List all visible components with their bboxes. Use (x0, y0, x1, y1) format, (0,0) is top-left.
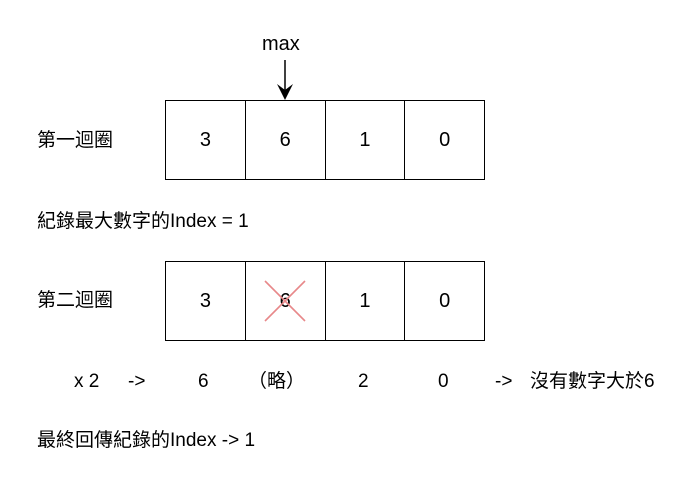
no-larger-note: 沒有數字大於6 (530, 371, 655, 392)
round2-cell-0: 3 (166, 262, 246, 340)
round2-cell-2-value: 1 (359, 289, 371, 312)
round2-cell-2: 1 (326, 262, 406, 340)
round2-cell-0-value: 3 (199, 289, 211, 312)
multiply-arrow: -> (128, 371, 146, 392)
round2-cell-3: 0 (405, 262, 484, 340)
round1-cell-1: 6 (246, 101, 326, 179)
result-0: 6 (198, 371, 209, 392)
round1-cell-3: 0 (439, 128, 451, 151)
result-1-omitted: （略） (248, 371, 306, 392)
max-pointer-arrow (277, 60, 293, 100)
round1-label: 第一迴圈 (37, 130, 114, 151)
result-2: 2 (358, 371, 369, 392)
round1-cell-0: 3 (166, 101, 246, 179)
multiply-factor: x 2 (74, 371, 100, 392)
result-3: 0 (438, 371, 449, 392)
cross-mark-icon (264, 280, 306, 322)
round2-array: 3 6 1 0 (165, 261, 485, 341)
round1-array: 3 6 1 0 (165, 100, 485, 180)
note-arrow: -> (495, 371, 513, 392)
round1-cell-2: 1 (326, 101, 406, 179)
max-label: max (262, 33, 300, 55)
round2-label: 第二迴圈 (37, 290, 114, 311)
round2-cell-3-value: 0 (439, 289, 451, 312)
final-result-text: 最終回傳紀錄的Index -> 1 (37, 430, 256, 451)
record-index-text: 紀錄最大數字的Index = 1 (37, 211, 249, 232)
round2-cell-1: 6 (246, 262, 326, 340)
